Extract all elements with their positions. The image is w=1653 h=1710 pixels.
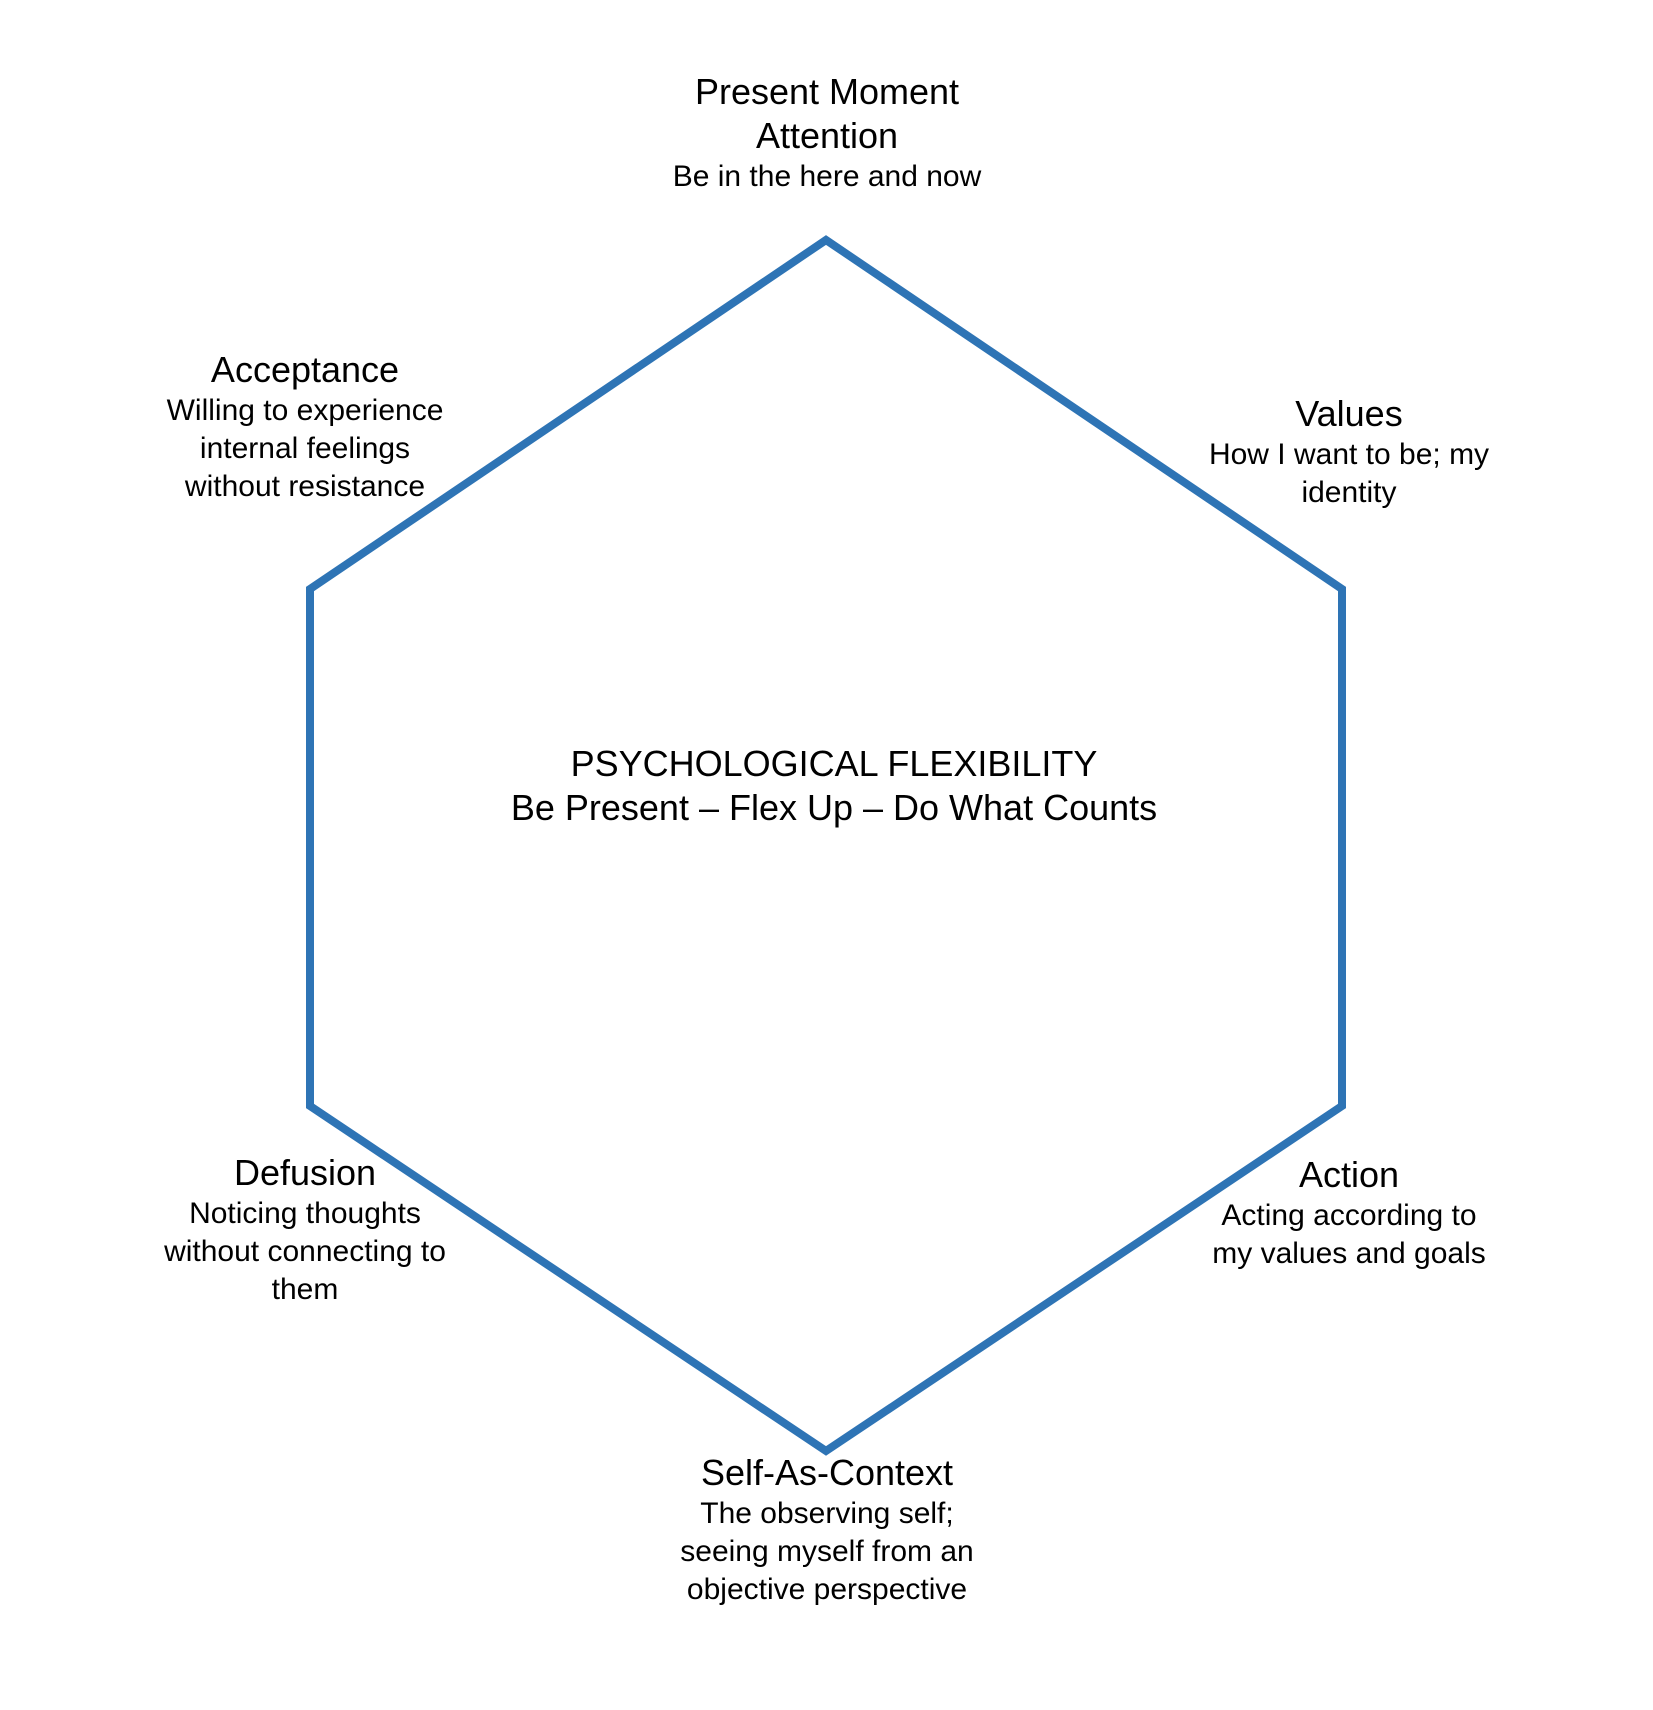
node-defusion-desc-line3: them (271, 1273, 339, 1306)
node-self-as-context-desc-line1: The observing self; (700, 1497, 954, 1530)
node-acceptance-desc-line1: Willing to experience (166, 394, 444, 427)
node-action-desc-line1: Acting according to (1221, 1199, 1477, 1232)
node-action-desc-line2: my values and goals (1212, 1237, 1486, 1270)
node-present-moment: Present Moment Attention Be in the here … (673, 70, 982, 196)
node-values-title: Values (1295, 393, 1403, 434)
node-acceptance-desc-line3: without resistance (184, 470, 426, 503)
node-acceptance-desc-line2: internal feelings (199, 432, 411, 465)
node-present-moment-title-line2: Attention (755, 115, 899, 156)
node-action: Action Acting according to my values and… (1212, 1153, 1486, 1273)
node-defusion-desc-line1: Noticing thoughts (189, 1197, 421, 1230)
node-values: Values How I want to be; my identity (1209, 392, 1489, 512)
node-self-as-context-desc-line3: objective perspective (686, 1573, 968, 1606)
node-acceptance-title: Acceptance (210, 349, 400, 390)
node-self-as-context-title: Self-As-Context (700, 1452, 954, 1493)
hexagon-outline (306, 235, 1346, 1456)
node-acceptance: Acceptance Willing to experience interna… (167, 348, 444, 506)
node-self-as-context: Self-As-Context The observing self; seei… (680, 1451, 973, 1609)
node-present-moment-desc-line1: Be in the here and now (672, 160, 982, 193)
node-defusion-desc-line2: without connecting to (164, 1235, 446, 1268)
node-values-desc-line1: How I want to be; my (1208, 438, 1490, 471)
node-self-as-context-desc-line2: seeing myself from an (680, 1535, 974, 1568)
node-present-moment-title-line1: Present Moment (694, 71, 960, 112)
node-values-desc-line2: identity (1301, 476, 1397, 509)
center-subtitle: Be Present – Flex Up – Do What Counts (510, 787, 1158, 828)
center-label: PSYCHOLOGICAL FLEXIBILITY Be Present – F… (511, 742, 1157, 830)
node-action-title: Action (1298, 1154, 1400, 1195)
node-defusion: Defusion Noticing thoughts without conne… (164, 1151, 446, 1309)
center-title: PSYCHOLOGICAL FLEXIBILITY (570, 743, 1098, 784)
node-defusion-title: Defusion (233, 1152, 377, 1193)
